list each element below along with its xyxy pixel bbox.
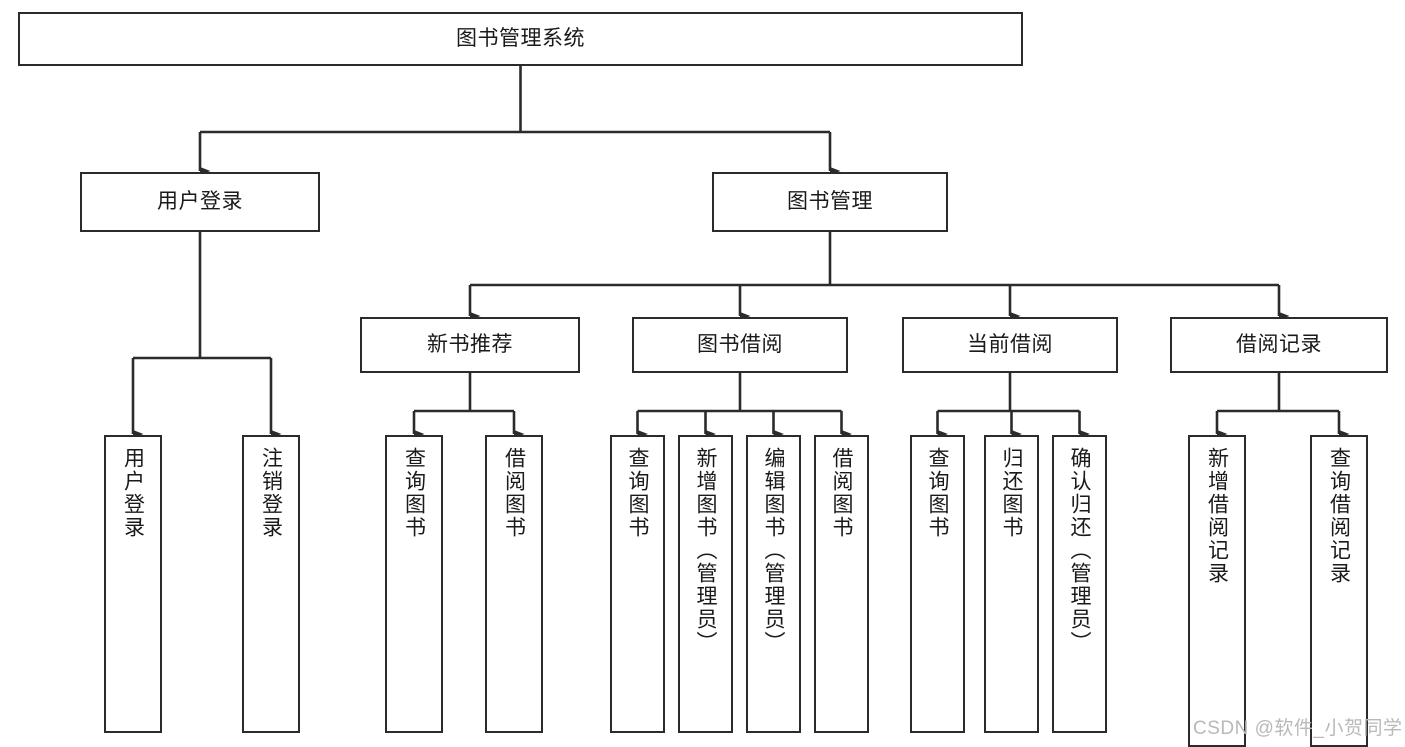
node-label: 图书管理 <box>787 190 873 214</box>
node-leaf-user-logout[interactable]: 注销登录 <box>242 435 300 733</box>
node-label: 查询图书 <box>926 447 949 539</box>
node-label: 查询图书 <box>626 447 649 539</box>
node-root[interactable]: 图书管理系统 <box>18 12 1023 66</box>
node-label: 新增借阅记录 <box>1205 447 1229 585</box>
node-label: 借阅图书 <box>830 447 853 539</box>
node-label: 借阅记录 <box>1236 333 1322 357</box>
node-label: 图书借阅 <box>697 333 783 357</box>
node-leaf-edit-book[interactable]: 编辑图书（管理员） <box>746 435 801 733</box>
node-user-login[interactable]: 用户登录 <box>80 172 320 232</box>
node-book-borrow[interactable]: 图书借阅 <box>632 317 848 373</box>
node-leaf-query-book-2[interactable]: 查询图书 <box>610 435 665 733</box>
node-book-manage[interactable]: 图书管理 <box>712 172 948 232</box>
node-label: 用户登录 <box>157 190 243 214</box>
node-leaf-query-book-3[interactable]: 查询图书 <box>910 435 965 733</box>
watermark-text: CSDN @软件_小贺同学 <box>1193 718 1403 739</box>
node-current-borrow[interactable]: 当前借阅 <box>902 317 1118 373</box>
node-label: 查询借阅记录 <box>1327 447 1351 585</box>
node-label: 图书管理系统 <box>456 27 585 51</box>
node-leaf-add-record[interactable]: 新增借阅记录 <box>1188 435 1246 747</box>
node-label: 当前借阅 <box>967 333 1053 357</box>
node-label: 新书推荐 <box>427 333 513 357</box>
node-leaf-return-book[interactable]: 归还图书 <box>984 435 1039 733</box>
node-label: 查询图书 <box>402 447 426 539</box>
node-leaf-user-login[interactable]: 用户登录 <box>104 435 162 733</box>
node-leaf-borrow-book-1[interactable]: 借阅图书 <box>485 435 543 733</box>
node-new-book-rec[interactable]: 新书推荐 <box>360 317 580 373</box>
node-label: 确认归还（管理员） <box>1068 447 1091 654</box>
node-leaf-confirm-return[interactable]: 确认归还（管理员） <box>1052 435 1107 733</box>
node-label: 编辑图书（管理员） <box>762 447 785 654</box>
node-label: 借阅图书 <box>502 447 526 539</box>
node-label: 注销登录 <box>259 447 283 539</box>
node-borrow-record[interactable]: 借阅记录 <box>1170 317 1388 373</box>
node-leaf-query-record[interactable]: 查询借阅记录 <box>1310 435 1368 747</box>
node-label: 新增图书（管理员） <box>694 447 717 654</box>
node-leaf-query-book-1[interactable]: 查询图书 <box>385 435 443 733</box>
node-leaf-borrow-book-2[interactable]: 借阅图书 <box>814 435 869 733</box>
node-label: 归还图书 <box>1000 447 1023 539</box>
node-leaf-add-book[interactable]: 新增图书（管理员） <box>678 435 733 733</box>
node-label: 用户登录 <box>121 447 145 539</box>
